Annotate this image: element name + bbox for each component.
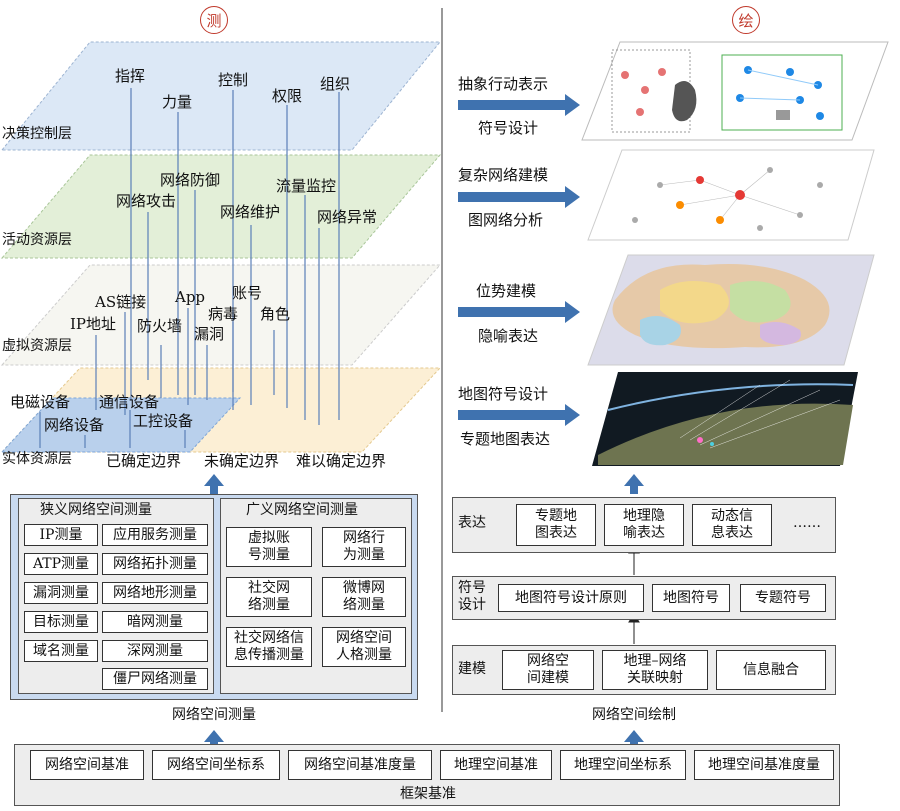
frame-item-geo-coords: 地理空间坐标系	[560, 750, 686, 780]
term-network-defense: 网络防御	[160, 171, 221, 189]
layer-name-virtual: 虚拟资源层	[2, 338, 72, 354]
layer-name-activity: 活动资源层	[2, 232, 72, 248]
broad-measurement-title: 广义网络空间测量	[246, 502, 358, 518]
modeling-item-geo-network-mapping: 地理–网络 关联映射	[602, 650, 708, 690]
step-4-top: 地图符号设计	[458, 385, 549, 403]
narrow-item-vuln: 漏洞测量	[24, 582, 98, 604]
modeling-item-info-fusion: 信息融合	[716, 650, 826, 690]
frame-item-cyber-coords: 网络空间坐标系	[152, 750, 280, 780]
expression-item-geo-metaphor: 地理隐 喻表达	[604, 504, 684, 546]
expression-item-dynamic-info: 动态信 息表达	[692, 504, 772, 546]
term-role: 角色	[260, 305, 291, 323]
narrow-item-botnet: 僵尸网络测量	[102, 668, 208, 690]
term-organization: 组织	[320, 75, 351, 93]
drawing-label: 网络空间绘制	[592, 707, 676, 723]
right-step-arrows	[458, 94, 580, 426]
layer-plane-physical-known	[0, 397, 242, 453]
term-vulnerability: 漏洞	[194, 325, 225, 343]
measure-header-circle: 测	[200, 6, 228, 34]
symbol-design-label: 符号 设计	[458, 580, 486, 613]
frame-title: 框架基准	[400, 786, 456, 802]
draw-header-circle: 绘	[732, 6, 760, 34]
term-app: App	[175, 288, 206, 306]
layer-name-decision: 决策控制层	[2, 126, 72, 142]
step-1-top: 抽象行动表示	[458, 75, 549, 93]
narrow-measurement-title: 狭义网络空间测量	[40, 502, 152, 518]
frame-item-cyber-datum-measure: 网络空间基准度量	[288, 750, 432, 780]
frame-item-cyber-datum: 网络空间基准	[30, 750, 144, 780]
boundary-undetermined: 未确定边界	[204, 452, 280, 470]
term-firewall: 防火墙	[137, 317, 183, 335]
step-2-top: 复杂网络建模	[458, 166, 549, 184]
term-ip-address: IP地址	[70, 315, 117, 333]
modeling-item-cyberspace: 网络空 间建模	[502, 650, 594, 690]
narrow-item-topology: 网络拓扑测量	[102, 553, 208, 575]
term-virus: 病毒	[208, 305, 239, 323]
expression-more: ……	[793, 515, 821, 531]
broad-item-social-network: 社交网 络测量	[226, 577, 312, 617]
broad-item-weibo-network: 微博网 络测量	[322, 577, 406, 617]
broad-item-virtual-account: 虚拟账 号测量	[226, 527, 312, 567]
narrow-item-atp: ATP测量	[24, 553, 98, 575]
narrow-item-deepnet: 深网测量	[102, 640, 208, 662]
frame-item-geo-datum-measure: 地理空间基准度量	[694, 750, 834, 780]
step-2-bottom: 图网络分析	[468, 211, 544, 229]
layer-name-physical: 实体资源层	[2, 451, 72, 467]
layer-plane-activity	[0, 154, 442, 259]
layer-plane-decision	[0, 41, 442, 151]
narrow-item-domain: 域名测量	[24, 640, 98, 662]
narrow-item-terrain: 网络地形测量	[102, 582, 208, 604]
term-em-device: 电磁设备	[10, 393, 71, 411]
expression-item-thematic-map: 专题地 图表达	[516, 504, 596, 546]
expression-label: 表达	[458, 515, 486, 531]
term-network-attack: 网络攻击	[116, 192, 177, 210]
modeling-label: 建模	[458, 661, 486, 677]
term-comm-device: 通信设备	[99, 393, 160, 411]
term-ics-device: 工控设备	[133, 412, 194, 430]
narrow-item-ip: IP测量	[24, 524, 98, 546]
narrow-item-app-service: 应用服务测量	[102, 524, 208, 546]
term-command: 指挥	[115, 67, 146, 85]
symbol-item-principles: 地图符号设计原则	[498, 584, 644, 612]
layer-plane-virtual	[0, 264, 442, 366]
term-force: 力量	[162, 93, 193, 111]
term-control: 控制	[218, 71, 249, 89]
narrow-item-darknet: 暗网测量	[102, 611, 208, 633]
broad-item-info-propagation: 社交网络信 息传播测量	[226, 627, 312, 667]
term-traffic-monitoring: 流量监控	[276, 177, 337, 195]
boundary-indeterminable: 难以确定边界	[296, 452, 387, 470]
term-authority: 权限	[272, 87, 303, 105]
term-network-device: 网络设备	[44, 416, 105, 434]
symbol-item-map-symbol: 地图符号	[652, 584, 730, 612]
measurement-label: 网络空间测量	[172, 707, 256, 723]
connector-lines	[39, 88, 340, 448]
term-account: 账号	[232, 284, 263, 302]
term-as-link: AS链接	[95, 293, 147, 311]
symbol-item-thematic-symbol: 专题符号	[740, 584, 826, 612]
broad-item-network-behavior: 网络行 为测量	[322, 527, 406, 567]
up-arrows	[204, 474, 644, 750]
step-4-bottom: 专题地图表达	[460, 430, 551, 448]
step-3-bottom: 隐喻表达	[478, 327, 539, 345]
step-3-top: 位势建模	[476, 282, 537, 300]
broad-item-cyber-personality: 网络空间 人格测量	[322, 627, 406, 667]
step-1-bottom: 符号设计	[478, 119, 539, 137]
frame-item-geo-datum: 地理空间基准	[440, 750, 552, 780]
term-network-maintenance: 网络维护	[220, 203, 281, 221]
narrow-item-target: 目标测量	[24, 611, 98, 633]
boundary-determined: 已确定边界	[106, 452, 182, 470]
term-network-anomaly: 网络异常	[317, 208, 378, 226]
